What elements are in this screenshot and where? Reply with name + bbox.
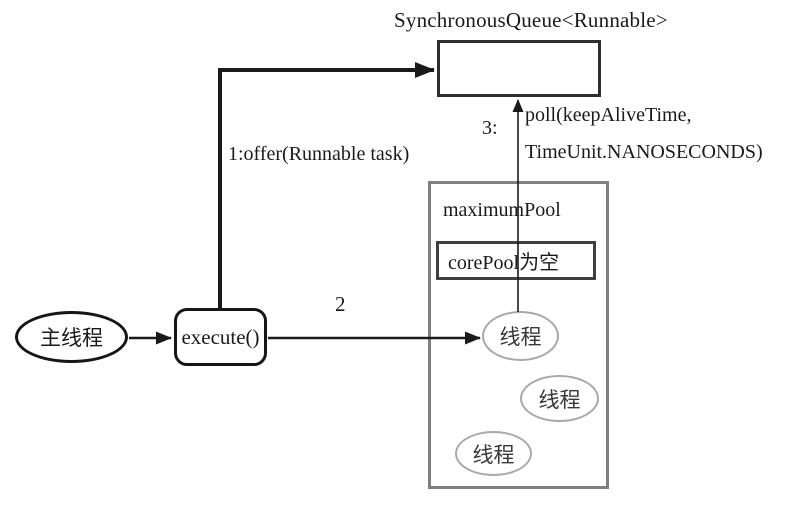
thread-label: 线程 [538, 387, 581, 412]
thread-ellipse-2: 线程 [520, 375, 599, 422]
core-pool-box: corePool为空 [436, 241, 596, 280]
execute-box: execute() [174, 308, 267, 366]
thread-label: 线程 [499, 325, 542, 349]
thread-label: 线程 [472, 442, 515, 467]
synchronous-queue-box [437, 40, 601, 97]
poll-label-line1: poll(keepAliveTime, [525, 104, 692, 126]
step2-label: 2 [335, 292, 346, 316]
queue-title: SynchronousQueue<Runnable> [394, 8, 668, 32]
execute-label: execute() [181, 324, 260, 349]
step3-label: 3: [482, 117, 498, 139]
main-thread-ellipse: 主线程 [15, 311, 128, 363]
offer-label: 1:offer(Runnable task) [228, 143, 410, 165]
core-pool-label: corePool为空 [448, 252, 560, 274]
thread-ellipse-3: 线程 [455, 431, 532, 476]
maximum-pool-label: maximumPool [443, 199, 561, 221]
thread-ellipse-1: 线程 [482, 311, 559, 361]
main-thread-label: 主线程 [40, 326, 103, 350]
poll-label-line2: TimeUnit.NANOSECONDS) [525, 141, 763, 163]
offer-arrow [218, 62, 435, 310]
